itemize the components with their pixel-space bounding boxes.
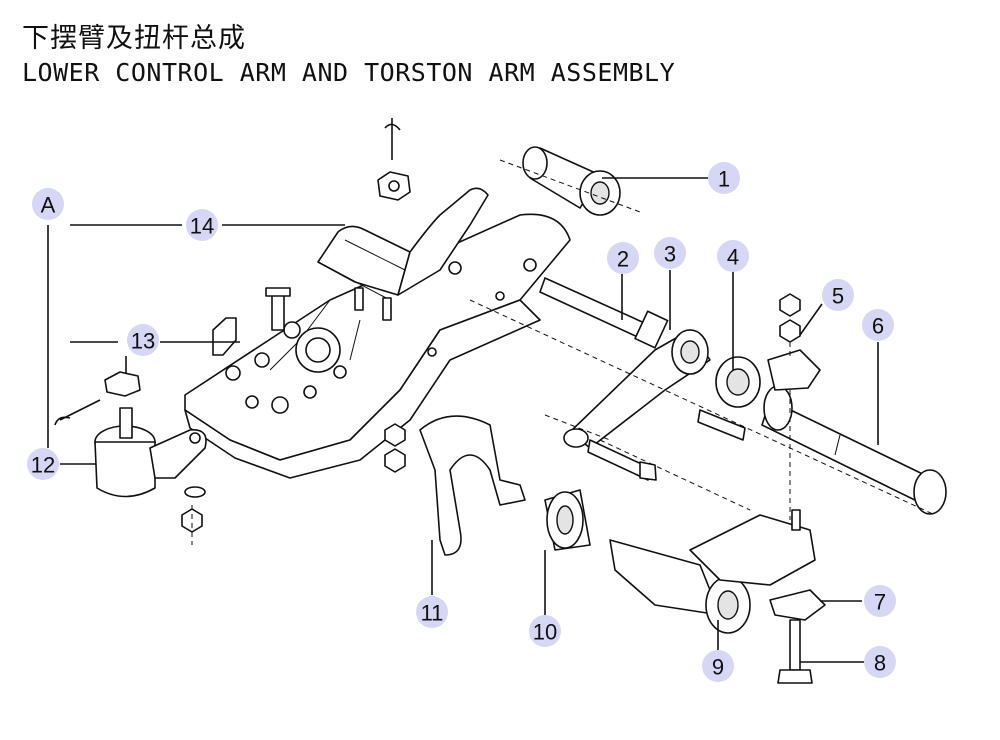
lower-control-arm [184,213,571,479]
leader-lines [47,177,879,663]
callout-3: 3 [654,237,686,269]
callout-11: 11 [416,596,448,628]
callout-1: 1 [708,162,740,194]
torsion-bar [761,385,947,515]
callout-label: 5 [832,284,844,309]
axis-lines [469,299,936,516]
callout-label: 14 [190,214,214,239]
callout-12: 12 [27,448,59,480]
callout-label: 2 [617,247,629,272]
callout-label: 6 [872,314,884,339]
callout-13: 13 [127,324,159,356]
callout-label: 11 [421,601,444,626]
callout-label: 13 [131,329,155,354]
upper-bracket [317,118,489,321]
nut-plate [767,293,821,520]
callout-6: 6 [862,309,894,341]
callout-label: 9 [712,655,724,680]
page-title-chinese: 下摆臂及扭杆总成 [22,23,246,54]
callout-label: 10 [533,620,557,645]
anchor-arm [609,509,826,684]
callout-7: 7 [864,585,896,617]
callout-9: 9 [702,650,734,682]
callout-2: 2 [607,242,639,274]
callout-label: 7 [874,590,886,615]
callout-label: 4 [727,245,739,270]
clamp-bracket [384,415,526,556]
callout-8: 8 [864,646,896,678]
callout-14: 14 [186,209,218,241]
bushing [499,146,641,216]
page-title-english: LOWER CONTROL ARM AND TORSTON ARM ASSEMB… [22,58,676,87]
view-marker-a: A [32,188,64,220]
callout-label: 8 [874,651,886,676]
callout-label: 3 [664,242,676,267]
callout-4: 4 [717,240,749,272]
callout-10: 10 [529,615,561,647]
callout-5: 5 [822,279,854,311]
torsion-arm-assembly [539,277,761,481]
collar [544,489,591,551]
callout-label: 12 [31,453,55,478]
view-marker-label: A [41,193,56,218]
ball-joint [54,371,207,545]
callout-label: 1 [718,167,730,192]
